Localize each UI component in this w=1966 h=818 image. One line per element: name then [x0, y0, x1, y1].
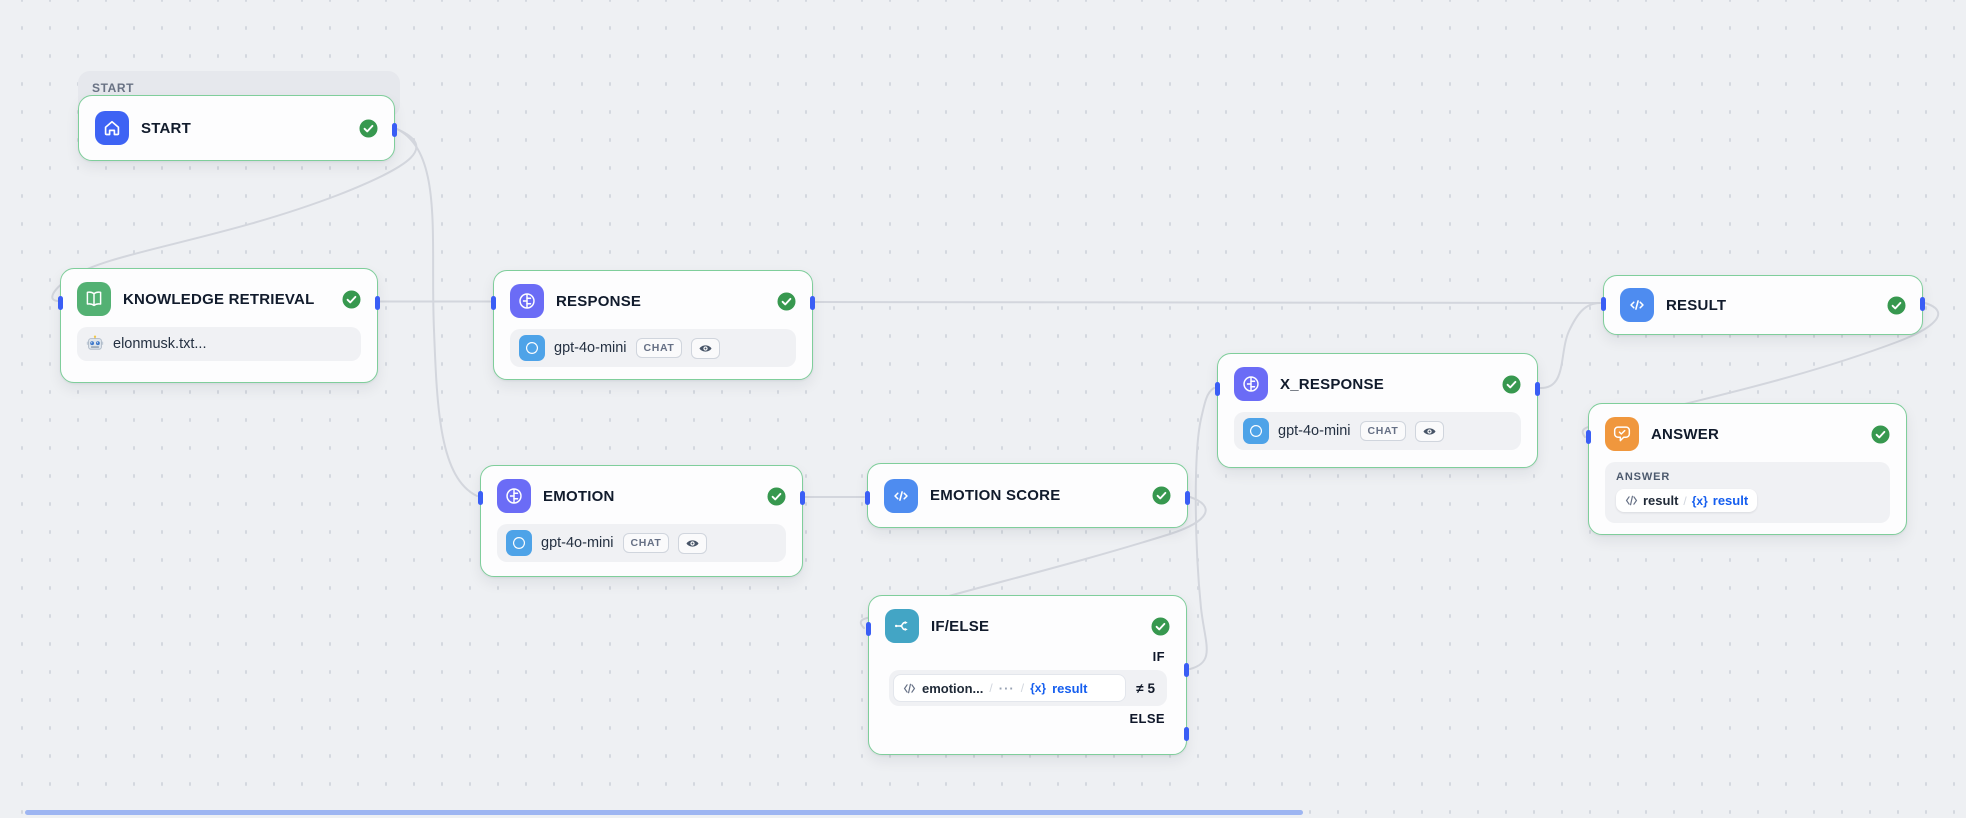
source-handle[interactable]	[800, 491, 805, 505]
node-answer[interactable]: ANSWER ANSWER result / {x} result	[1586, 403, 1907, 535]
source-handle[interactable]	[1920, 297, 1925, 311]
model-row[interactable]: gpt-4o-mini CHAT	[510, 329, 796, 367]
start-group-label: START	[92, 81, 135, 95]
success-check-icon	[777, 292, 796, 311]
source-handle[interactable]	[375, 296, 380, 310]
source-handle[interactable]	[1185, 491, 1190, 505]
variable-name: result	[1052, 680, 1088, 696]
model-row[interactable]: gpt-4o-mini CHAT	[1234, 412, 1521, 450]
node-result[interactable]: RESULT	[1601, 275, 1925, 335]
output-variable: result	[1643, 493, 1679, 508]
target-handle[interactable]	[58, 296, 63, 310]
chat-mode-badge: CHAT	[635, 338, 683, 358]
model-name: gpt-4o-mini	[554, 340, 627, 356]
condition-variable: emotion...	[922, 680, 984, 696]
node-title: ANSWER	[1651, 425, 1720, 443]
condition-row[interactable]: emotion... / ··· / {x} result ≠ 5	[889, 670, 1167, 706]
success-check-icon	[1871, 425, 1890, 444]
if-source-handle[interactable]	[1184, 663, 1189, 677]
success-check-icon	[1151, 617, 1170, 636]
node-title: EMOTION	[543, 487, 615, 505]
dataset-name: elonmusk.txt...	[113, 336, 207, 352]
book-icon	[77, 282, 111, 316]
edge-ifelse-if-to-xresponse[interactable]	[1189, 387, 1215, 670]
source-handle[interactable]	[1535, 382, 1540, 396]
node-title: RESULT	[1666, 296, 1727, 314]
node-title: EMOTION SCORE	[930, 487, 1061, 504]
path-more-dots: ···	[998, 680, 1015, 696]
path-separator: /	[989, 681, 993, 695]
llm-brain-icon	[510, 284, 544, 318]
else-branch-label: ELSE	[1129, 711, 1165, 726]
branch-split-icon	[885, 609, 919, 643]
chat-mode-badge: CHAT	[622, 533, 670, 553]
success-check-icon	[342, 290, 361, 309]
target-handle[interactable]	[478, 491, 483, 505]
llm-brain-icon	[497, 479, 531, 513]
node-emotion-score[interactable]: EMOTION SCORE	[865, 463, 1190, 528]
model-row[interactable]: gpt-4o-mini CHAT	[497, 524, 786, 562]
vision-eye-icon	[678, 532, 708, 554]
if-branch-label: IF	[1152, 649, 1165, 664]
variable-name: result	[1712, 493, 1749, 508]
target-handle[interactable]	[1586, 430, 1591, 444]
path-separator: /	[1020, 681, 1025, 695]
success-check-icon	[1887, 296, 1906, 315]
vision-eye-icon	[691, 337, 721, 359]
node-title: RESPONSE	[556, 292, 642, 310]
success-check-icon	[359, 119, 378, 138]
answer-section-label: ANSWER	[1616, 471, 1671, 483]
edge-response-to-result[interactable]	[814, 301, 1601, 304]
vision-eye-icon	[1415, 420, 1445, 442]
answer-bubble-icon	[1605, 417, 1639, 451]
else-source-handle[interactable]	[1184, 727, 1189, 741]
node-emotion[interactable]: EMOTION gpt-4o-mini CHAT	[478, 465, 805, 577]
node-start[interactable]: START	[78, 95, 397, 161]
variable-x-icon: {x}	[1691, 493, 1708, 508]
node-title: START	[141, 119, 192, 137]
target-handle[interactable]	[1601, 297, 1606, 311]
openai-icon	[1243, 418, 1269, 444]
horizontal-scrollbar[interactable]	[25, 810, 1303, 815]
code-tag-icon	[903, 683, 916, 694]
node-title: KNOWLEDGE RETRIEVAL	[123, 290, 315, 308]
success-check-icon	[1152, 486, 1171, 505]
home-icon	[95, 111, 129, 145]
node-knowledge-retrieval[interactable]: KNOWLEDGE RETRIEVAL elonmusk.txt...	[58, 268, 380, 383]
target-handle[interactable]	[1215, 382, 1220, 396]
target-handle[interactable]	[491, 296, 496, 310]
node-title: X_RESPONSE	[1280, 375, 1384, 393]
openai-icon	[506, 530, 532, 556]
answer-variable-pill[interactable]: result / {x} result	[1616, 489, 1758, 512]
code-icon	[884, 478, 918, 513]
llm-brain-icon	[1234, 367, 1268, 401]
dataset-item[interactable]: elonmusk.txt...	[77, 327, 361, 361]
path-separator: /	[1683, 493, 1687, 508]
source-handle[interactable]	[392, 123, 397, 137]
success-check-icon	[1502, 375, 1521, 394]
condition-variable-pill[interactable]: emotion... / ··· / {x} result	[893, 674, 1127, 702]
source-handle[interactable]	[810, 296, 815, 310]
model-name: gpt-4o-mini	[541, 535, 614, 551]
node-response[interactable]: RESPONSE gpt-4o-mini CHAT	[491, 270, 815, 380]
node-title: IF/ELSE	[931, 617, 990, 635]
edge-start-to-emotion[interactable]	[396, 128, 478, 497]
edge-xresponse-to-result[interactable]	[1539, 302, 1601, 390]
model-name: gpt-4o-mini	[1278, 423, 1351, 439]
success-check-icon	[767, 487, 786, 506]
code-tag-icon	[1625, 495, 1638, 506]
openai-icon	[519, 335, 545, 361]
node-if-else[interactable]: IF/ELSE IF emotion... / ··· / {x} result…	[866, 595, 1189, 755]
chat-mode-badge: CHAT	[1359, 421, 1407, 441]
robot-icon	[86, 335, 104, 353]
node-x-response[interactable]: X_RESPONSE gpt-4o-mini CHAT	[1215, 353, 1540, 468]
answer-output-box: ANSWER result / {x} result	[1605, 462, 1890, 523]
condition-operator-value: ≠ 5	[1136, 680, 1155, 696]
code-icon	[1620, 288, 1654, 322]
target-handle[interactable]	[866, 622, 871, 636]
variable-x-icon: {x}	[1030, 681, 1047, 695]
target-handle[interactable]	[865, 491, 870, 505]
